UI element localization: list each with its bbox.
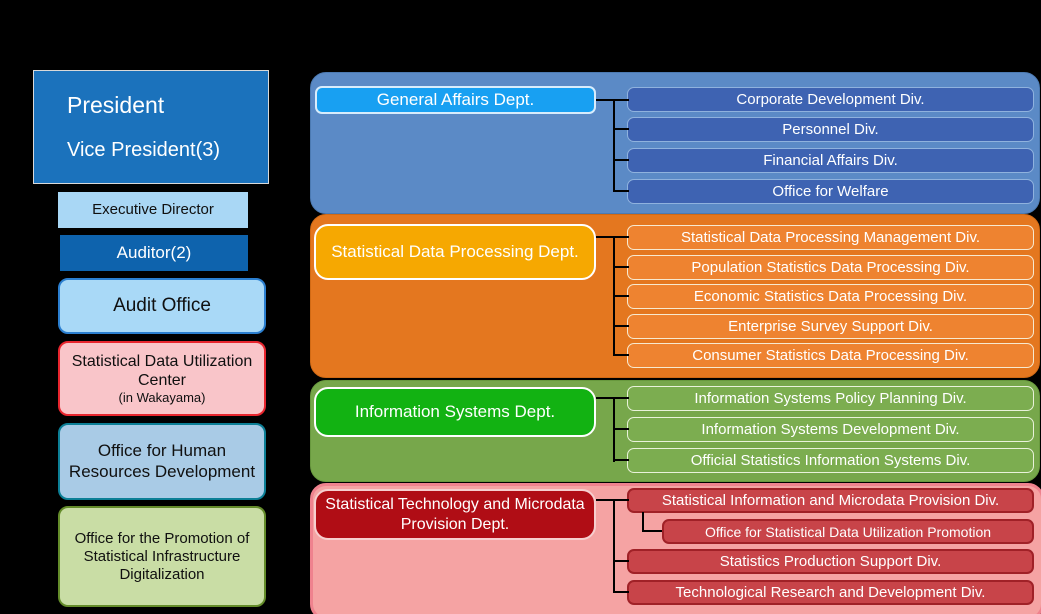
division-population-statistics: Population Statistics Data Processing Di… bbox=[627, 255, 1034, 280]
connector-line bbox=[596, 397, 629, 399]
connector-line bbox=[642, 530, 662, 532]
division-official-statistics-is: Official Statistics Information Systems … bbox=[627, 448, 1034, 473]
division-corporate-development: Corporate Development Div. bbox=[627, 87, 1034, 112]
division-consumer-statistics: Consumer Statistics Data Processing Div. bbox=[627, 343, 1034, 368]
connector-line bbox=[596, 99, 629, 101]
statistical-data-utilization-center-box: Statistical Data Utilization Center (in … bbox=[58, 341, 266, 416]
connector-line bbox=[613, 354, 629, 356]
sdu-center-title: Statistical Data Utilization Center bbox=[71, 352, 253, 389]
division-is-development: Information Systems Development Div. bbox=[627, 417, 1034, 442]
digitalization-office-box: Office for the Promotion of Statistical … bbox=[58, 506, 266, 607]
connector-line bbox=[613, 190, 629, 192]
division-economic-statistics: Economic Statistics Data Processing Div. bbox=[627, 284, 1034, 309]
dept-statistical-technology: Statistical Technology and Microdata Pro… bbox=[314, 489, 596, 540]
division-statistics-production-support: Statistics Production Support Div. bbox=[627, 549, 1034, 574]
connector-line bbox=[613, 159, 629, 161]
division-office-for-welfare: Office for Welfare bbox=[627, 179, 1034, 204]
division-enterprise-survey-support: Enterprise Survey Support Div. bbox=[627, 314, 1034, 339]
division-sdp-management: Statistical Data Processing Management D… bbox=[627, 225, 1034, 250]
president-title: President bbox=[67, 92, 165, 119]
connector-line bbox=[596, 236, 629, 238]
president-box: President Vice President(3) bbox=[33, 70, 269, 184]
audit-office-box: Audit Office bbox=[58, 278, 266, 334]
connector-line bbox=[613, 591, 629, 593]
division-is-policy-planning: Information Systems Policy Planning Div. bbox=[627, 386, 1034, 411]
vice-president-title: Vice President(3) bbox=[67, 138, 221, 161]
division-technological-research: Technological Research and Development D… bbox=[627, 580, 1034, 605]
division-microdata-provision: Statistical Information and Microdata Pr… bbox=[627, 488, 1034, 513]
connector-line bbox=[613, 128, 629, 130]
office-statistical-data-utilization-promotion: Office for Statistical Data Utilization … bbox=[662, 519, 1034, 544]
connector-line bbox=[613, 325, 629, 327]
sdu-center-location: (in Wakayama) bbox=[118, 389, 206, 405]
connector-line bbox=[642, 512, 644, 532]
division-personnel: Personnel Div. bbox=[627, 117, 1034, 142]
dept-general-affairs: General Affairs Dept. bbox=[315, 86, 596, 114]
division-financial-affairs: Financial Affairs Div. bbox=[627, 148, 1034, 173]
connector-line bbox=[613, 295, 629, 297]
connector-line bbox=[613, 560, 629, 562]
executive-director-box: Executive Director bbox=[58, 192, 248, 228]
dept-statistical-data-processing: Statistical Data Processing Dept. bbox=[314, 224, 596, 280]
connector-line bbox=[613, 266, 629, 268]
connector-line bbox=[613, 459, 629, 461]
auditor-box: Auditor(2) bbox=[60, 235, 248, 271]
connector-line bbox=[613, 428, 629, 430]
connector-line bbox=[613, 99, 615, 192]
connector-line bbox=[613, 499, 615, 593]
dept-information-systems: Information Systems Dept. bbox=[314, 387, 596, 437]
connector-line bbox=[596, 499, 629, 501]
human-resources-office-box: Office for Human Resources Development bbox=[58, 423, 266, 500]
